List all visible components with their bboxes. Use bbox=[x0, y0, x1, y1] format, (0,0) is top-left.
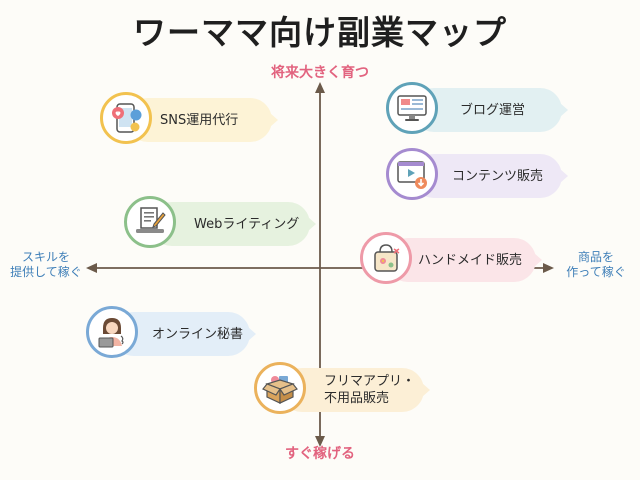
axis-label-right: 商品を 作って稼ぐ bbox=[560, 250, 632, 280]
arrow-down-icon bbox=[315, 436, 325, 447]
card-pill: ハンドメイド販売 bbox=[386, 238, 536, 282]
card-tail bbox=[308, 217, 316, 231]
card-icon-circle bbox=[124, 196, 176, 248]
card-label-line1: フリマアプリ・ bbox=[324, 374, 416, 389]
card-online-secretary: オンライン秘書 bbox=[86, 306, 258, 358]
axis-label-bottom: すぐ稼げる bbox=[285, 446, 355, 462]
card-content-sales: コンテンツ販売 bbox=[386, 148, 570, 200]
axis-label-top: 将来大きく育つ bbox=[271, 65, 369, 81]
laptop-document-pen-icon bbox=[136, 207, 166, 233]
computer-monitor-icon bbox=[397, 95, 427, 121]
card-label-line2: 不用品販売 bbox=[324, 391, 390, 406]
arrow-up-icon bbox=[315, 82, 325, 93]
card-label: SNS運用代行 bbox=[160, 112, 239, 128]
card-label: コンテンツ販売 bbox=[452, 168, 544, 184]
card-label: オンライン秘書 bbox=[152, 326, 244, 342]
woman-at-laptop-icon bbox=[98, 318, 124, 348]
card-icon-circle bbox=[86, 306, 138, 358]
arrow-left-icon bbox=[86, 263, 97, 273]
card-icon-circle bbox=[100, 92, 152, 144]
card-tail bbox=[534, 253, 542, 267]
card-tail bbox=[560, 169, 568, 183]
arrow-right-icon bbox=[543, 263, 554, 273]
video-download-icon bbox=[397, 161, 427, 189]
card-icon-circle bbox=[360, 232, 412, 284]
card-icon-circle bbox=[386, 82, 438, 134]
axis-label-left: スキルを 提供して稼ぐ bbox=[8, 250, 84, 280]
card-label: Webライティング bbox=[194, 216, 300, 232]
card-icon-circle bbox=[386, 148, 438, 200]
page-title: ワーママ向け副業マップ bbox=[133, 13, 507, 52]
axis-label-right-line2: 作って稼ぐ bbox=[566, 265, 626, 279]
card-tail bbox=[560, 103, 568, 117]
axis-label-right-line1: 商品を bbox=[577, 250, 614, 264]
card-flea-market-app: フリマアプリ・ 不用品販売 bbox=[254, 362, 430, 414]
smartphone-social-icon bbox=[112, 103, 142, 133]
handmade-bag-icon bbox=[374, 244, 400, 272]
axis-label-left-line1: スキルを bbox=[21, 250, 70, 264]
card-pill: Webライティング bbox=[150, 202, 310, 246]
card-web-writing: Webライティング bbox=[124, 196, 320, 248]
card-label: フリマアプリ・ 不用品販売 bbox=[324, 373, 415, 407]
card-blog: ブログ運営 bbox=[386, 82, 570, 134]
card-sns-management: SNS運用代行 bbox=[100, 92, 280, 144]
cardboard-box-icon bbox=[262, 376, 298, 404]
card-tail bbox=[270, 113, 278, 127]
card-icon-circle bbox=[254, 362, 306, 414]
card-tail bbox=[422, 383, 430, 397]
card-handmade-sales: ハンドメイド販売 bbox=[360, 232, 544, 284]
card-tail bbox=[248, 327, 256, 341]
card-pill: SNS運用代行 bbox=[126, 98, 272, 142]
axis-label-left-line2: 提供して稼ぐ bbox=[10, 265, 82, 279]
card-label: ハンドメイド販売 bbox=[418, 252, 523, 268]
card-label: ブログ運営 bbox=[460, 102, 526, 118]
